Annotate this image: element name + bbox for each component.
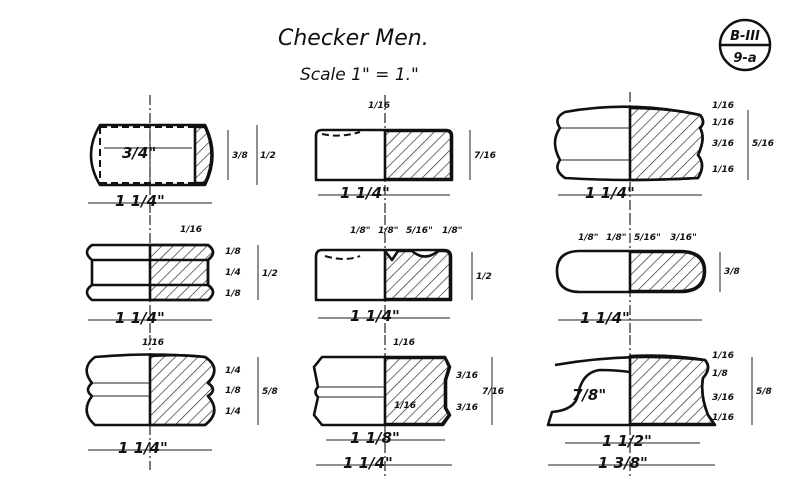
sheet-badge: B-III 9-a: [718, 18, 772, 72]
dimension-label: 3/8: [724, 267, 740, 277]
dimension-label: 1/4: [225, 366, 241, 376]
dimension-label: 7/16: [482, 387, 504, 397]
dimension-label: 1/8: [225, 386, 241, 396]
dimension-label: 3/16: [712, 393, 734, 403]
width-dimension: 1 1/4": [340, 184, 390, 202]
figure-2: 1/16 1 1/4" 7/16: [314, 95, 496, 215]
drawing-title: Checker Men.: [278, 26, 429, 51]
figure-9: 7/8" 1/16 1/8 3/16 1/16 5/8 1 1/2" 1 3/8…: [546, 335, 772, 478]
dimension-label: 1/8": [350, 226, 371, 236]
figure-6: 1/8" 1/8" 5/16" 3/16" 3/8 1 1/4": [555, 215, 740, 335]
dimension-label: 1/8: [225, 289, 241, 299]
width-dimension: 1 1/4": [580, 309, 630, 327]
figure-5: 1/8" 1/8" 5/16" 1/8" 1/2 1 1/4": [314, 215, 492, 335]
width-dimension: 1 1/4": [585, 184, 635, 202]
width-dimension: 1 1/4": [118, 439, 168, 457]
dimension-label: 1/2: [262, 269, 278, 279]
dimension-label: 1/8": [606, 233, 627, 243]
badge-top: B-III: [730, 29, 760, 44]
dimension-label: 7/8": [572, 386, 606, 404]
dimension-label: 1/16: [712, 351, 734, 361]
width-dimension: 1 1/4": [350, 307, 400, 325]
dimension-label: 1/16: [394, 401, 416, 411]
dimension-label: 1/2: [260, 151, 276, 161]
dimension-label: 3/16: [456, 371, 478, 381]
dimension-label: 1/8": [578, 233, 599, 243]
dimension-label: 7/16: [474, 151, 496, 161]
inner-width-dimension: 1 1/8": [350, 429, 400, 447]
dimension-label: 1/16: [712, 165, 734, 175]
dimension-label: 5/8: [756, 387, 772, 397]
dimension-label: 1/8: [225, 247, 241, 257]
figure-3: 1 1/4" 1/16 1/16 3/16 1/16 5/16: [553, 92, 774, 215]
dimension-label: 1/2: [476, 272, 492, 282]
dimension-label: 1/8": [442, 226, 463, 236]
figure-4: 1/16 1/8 1/4 1/8 1/2 1 1/4": [85, 215, 278, 335]
dimension-label: 1/16: [712, 118, 734, 128]
dimension-label: 1/16: [393, 338, 415, 348]
dimension-label: 1/16: [142, 338, 164, 348]
badge-bottom: 9-a: [733, 51, 756, 66]
dimension-label: 1/4: [225, 268, 241, 278]
dimension-label: 1/16: [180, 225, 202, 235]
dimension-label: 3/8: [232, 151, 248, 161]
figure-7: 1/16 1/4 1/8 1/4 5/8 1 1/4": [85, 335, 278, 470]
dimension-label: 5/16": [634, 233, 661, 243]
dimension-label: 3/16: [712, 139, 734, 149]
dimension-label: 5/8: [262, 387, 278, 397]
dimension-label: 5/16": [406, 226, 433, 236]
dimension-label: 1/4: [225, 407, 241, 417]
width-dimension: 1 3/8": [598, 454, 648, 472]
figure-1: 3/4" 1 1/4" 3/8 1/2: [88, 95, 276, 215]
dimension-label: 1/8": [378, 226, 399, 236]
width-dimension: 1 1/4": [115, 192, 165, 210]
figure-8: 1/16 1/16 3/16 3/16 7/16 1 1/8" 1 1/4": [312, 335, 504, 478]
dimension-label: 1/16: [368, 101, 390, 111]
dimension-label: 1/16: [712, 101, 734, 111]
dimension-label: 1/16: [712, 413, 734, 423]
scale-note: Scale 1" = 1.": [300, 65, 419, 85]
dimension-label: 5/16: [752, 139, 774, 149]
width-dimension: 1 1/4": [343, 454, 393, 472]
dimension-label: 3/4": [122, 144, 156, 162]
dimension-label: 3/16": [670, 233, 697, 243]
width-dimension: 1 1/4": [115, 309, 165, 327]
inner-width-dimension: 1 1/2": [602, 432, 652, 450]
dimension-label: 1/8: [712, 369, 728, 379]
dimension-label: 3/16: [456, 403, 478, 413]
